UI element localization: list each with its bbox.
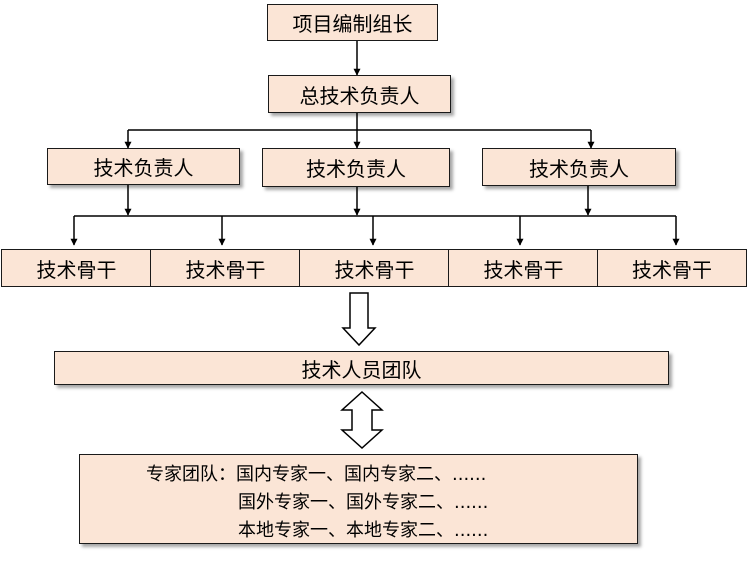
tech-lead-box-3: 技术负责人 <box>482 148 676 186</box>
tech-lead-box-2: 技术负责人 <box>262 148 450 187</box>
tech-lead-label: 技术负责人 <box>306 157 406 181</box>
hollow-down-arrow <box>341 292 377 347</box>
backbone-box-4: 技术骨干 <box>448 249 599 287</box>
expert-team-box: 专家团队：国内专家一、国内专家二、...... 国外专家一、国外专家二、....… <box>79 454 638 544</box>
backbone-box-1: 技术骨干 <box>1 249 152 287</box>
tech-lead-label: 技术负责人 <box>93 156 194 180</box>
expert-line-2: 国外专家一、国外专家二、...... <box>238 492 489 513</box>
backbone-label: 技术骨干 <box>632 257 712 282</box>
backbone-label: 技术骨干 <box>36 257 117 282</box>
tech-team-box: 技术人员团队 <box>54 351 669 385</box>
expert-line-3: 本地专家一、本地专家二、...... <box>238 520 489 541</box>
backbone-box-5: 技术骨干 <box>597 249 747 287</box>
hollow-double-arrow <box>340 390 384 450</box>
project-leader-label: 项目编制组长 <box>292 12 413 36</box>
project-leader-box: 项目编制组长 <box>267 4 438 41</box>
tech-team-label: 技术人员团队 <box>301 357 422 382</box>
backbone-label: 技术骨干 <box>185 257 266 282</box>
chief-tech-label: 总技术负责人 <box>299 83 420 108</box>
backbone-box-3: 技术骨干 <box>299 249 450 287</box>
tech-lead-label: 技术负责人 <box>529 156 629 181</box>
backbone-label: 技术骨干 <box>334 257 415 282</box>
tech-lead-box-1: 技术负责人 <box>47 148 240 185</box>
backbone-label: 技术骨干 <box>483 257 564 282</box>
backbone-box-2: 技术骨干 <box>150 249 301 287</box>
chief-tech-box: 总技术负责人 <box>268 75 451 113</box>
expert-line-1: 专家团队：国内专家一、国内专家二、...... <box>146 464 487 485</box>
